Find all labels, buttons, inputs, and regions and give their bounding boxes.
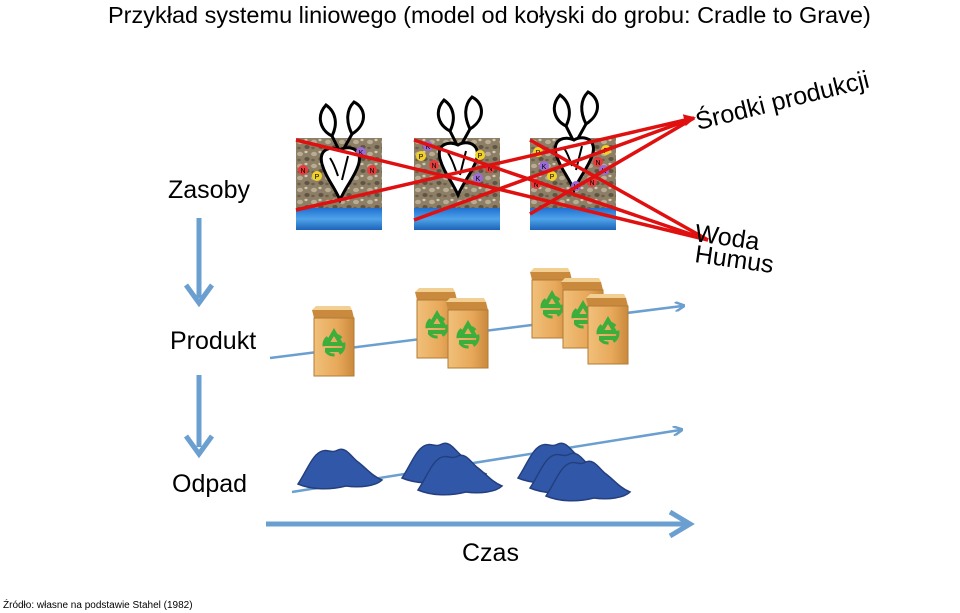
- resources-label: Zasoby: [168, 176, 250, 204]
- nutrient-letter: N: [300, 168, 305, 175]
- nutrient-dot: [429, 160, 439, 170]
- nutrient-letter: N: [595, 160, 600, 167]
- source-note: Źródło: własne na podstawie Stahel (1982…: [3, 600, 193, 611]
- nutrient-dot: [547, 171, 557, 181]
- arrow-down-icon: [183, 375, 215, 459]
- nutrient-letter: K: [426, 144, 431, 151]
- nutrient-dot: [475, 150, 485, 160]
- recycle-bag-icon: [310, 304, 356, 378]
- means-of-production-label: Środki produkcji: [692, 64, 872, 136]
- nutrient-letter: K: [542, 164, 547, 171]
- recycle-bag-icon: [584, 292, 630, 366]
- product-label: Produkt: [170, 327, 257, 355]
- nutrient-dot: [539, 161, 549, 171]
- nutrient-letter: P: [315, 174, 320, 181]
- nutrient-dot: [367, 165, 377, 175]
- nutrient-letter: N: [487, 166, 492, 173]
- nutrient-letter: N: [533, 182, 538, 189]
- nutrient-letter: P: [550, 174, 555, 181]
- nutrient-letter: N: [431, 163, 436, 170]
- nutrient-letter: N: [369, 168, 374, 175]
- humus-label: Humus: [693, 240, 775, 279]
- red-flow-lines: [295, 114, 709, 242]
- nutrient-dot: [593, 157, 603, 167]
- nutrient-letter: P: [478, 153, 483, 160]
- diagram-title: Przykład systemu liniowego (model od koł…: [108, 2, 871, 28]
- nutrient-letter: P: [419, 154, 424, 161]
- nutrient-dot: [473, 173, 483, 183]
- recycle-bag-icon: [444, 296, 490, 370]
- nutrient-dot: [298, 165, 308, 175]
- nutrient-dot: [416, 151, 426, 161]
- nutrient-letter: K: [476, 176, 481, 183]
- nutrient-letter: N: [589, 180, 594, 187]
- time-arrow: [266, 509, 695, 539]
- time-label: Czas: [462, 539, 519, 567]
- waste-label: Odpad: [172, 470, 248, 498]
- nutrient-letter: K: [359, 150, 364, 157]
- arrow-down-icon: [183, 218, 215, 308]
- nutrient-dot: [312, 171, 322, 181]
- waste-pile-icon: [297, 448, 383, 490]
